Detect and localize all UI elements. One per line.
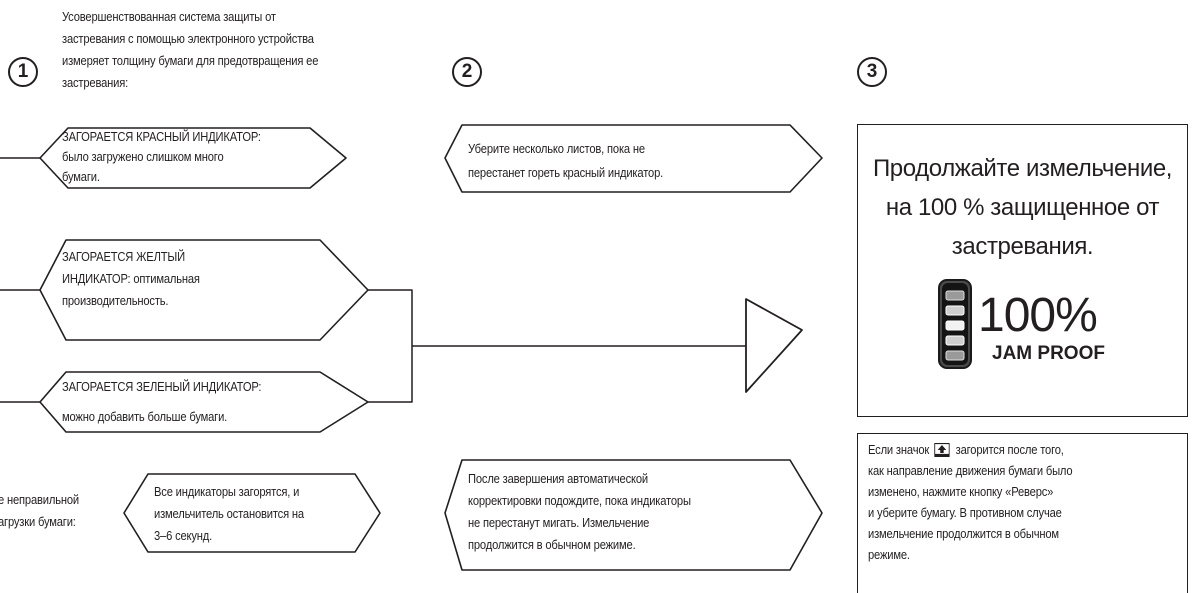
yellow-indicator-text: ЗАГОРАЕТСЯ ЖЕЛТЫЙ ИНДИКАТОР: оптимальная… [62,246,200,312]
red-indicator-text: ЗАГОРАЕТСЯ КРАСНЫЙ ИНДИКАТОР: было загру… [62,127,261,187]
yellow-indicator-line-3: производительность. [62,293,169,308]
red-indicator-line-3: бумаги. [62,169,100,184]
red-indicator-line-1: ЗАГОРАЕТСЯ КРАСНЫЙ ИНДИКАТОР: [62,129,261,144]
misload-action-line-3: не перестанут мигать. Измельчение [468,515,650,530]
red-action-text: Уберите несколько листов, пока не перест… [468,137,663,185]
note-line-6: режиме. [868,547,910,562]
shape-green-indicator [39,371,369,433]
note-line-1: Если значок загорится после того, [868,439,1072,460]
misload-action-line-1: После завершения автоматической [468,471,648,486]
result-title-line-1: Продолжайте измельчение, [872,155,1173,182]
note-line-1-start: Если значок [868,442,930,457]
note-box: Если значок загорится после того, как на… [857,433,1188,593]
shape-red-indicator [39,127,347,189]
red-action-line-1: Уберите несколько листов, пока не [468,141,645,156]
big-arrow [745,298,803,393]
red-action-line-2: перестанет гореть красный индикатор. [468,165,664,180]
result-title-line-3: застревания. [951,233,1094,260]
jam-proof-percent: 100% [978,289,1098,342]
step-3-badge: 3 [857,57,887,87]
step-2-badge: 2 [452,57,482,87]
misload-label-line-1: е неправильной [0,492,79,507]
green-indicator-line-1: ЗАГОРАЕТСЯ ЗЕЛЕНЫЙ ИНДИКАТОР: [62,379,262,394]
misload-result-line-3: 3–6 секунд. [154,528,213,543]
result-title-line-2: на 100 % защищенное от [885,194,1160,221]
note-line-5: измельчение продолжится в обычном [868,526,1059,541]
shape-yellow-indicator [39,239,369,341]
intro-line-2: застревания с помощью электронного устро… [62,31,314,46]
note-line-4: и уберите бумагу. В противном случае [868,505,1062,520]
result-title: Продолжайте измельчение, на 100 % защище… [858,149,1187,266]
shape-red-action [444,124,823,193]
misload-label: е неправильной агрузки бумаги: [0,489,79,533]
note-text: Если значок загорится после того, как на… [868,439,1073,565]
intro-line-1: Усовершенствованная система защиты от [62,9,276,24]
note-line-1-end: загорится после того, [955,442,1064,457]
shape-misload-action [444,459,823,571]
intro-line-4: застревания: [62,75,129,90]
intro-line-3: измеряет толщину бумаги для предотвращен… [62,53,319,68]
misload-result-text: Все индикаторы загорятся, и измельчитель… [154,481,304,547]
misload-action-line-2: корректировки подождите, пока индикаторы [468,493,691,508]
note-line-2: как направление движения бумаги было [868,463,1073,478]
step-1-badge: 1 [8,57,38,87]
jam-proof-indicator-icon [938,279,972,369]
shape-misload-result [123,473,381,553]
reverse-arrow-icon [934,442,951,457]
misload-result-line-1: Все индикаторы загорятся, и [154,484,300,499]
note-line-3: изменено, нажмите кнопку «Реверс» [868,484,1054,499]
red-indicator-line-2: было загружено слишком много [62,149,224,164]
misload-action-line-4: продолжится в обычном режиме. [468,537,636,552]
bracket-connector [368,289,413,403]
yellow-indicator-line-2: ИНДИКАТОР: оптимальная [62,271,200,286]
green-indicator-line-2: можно добавить больше бумаги. [62,409,228,424]
green-indicator-text: ЗАГОРАЕТСЯ ЗЕЛЕНЫЙ ИНДИКАТОР: можно доба… [62,372,262,432]
misload-action-text: После завершения автоматической корректи… [468,468,691,556]
result-box: Продолжайте измельчение, на 100 % защище… [857,124,1188,417]
misload-result-line-2: измельчитель остановится на [154,506,304,521]
jam-proof-label: JAM PROOF [992,343,1105,364]
misload-label-line-2: агрузки бумаги: [0,514,76,529]
yellow-indicator-line-1: ЗАГОРАЕТСЯ ЖЕЛТЫЙ [62,249,185,264]
intro-text: Усовершенствованная система защиты от за… [62,6,318,94]
